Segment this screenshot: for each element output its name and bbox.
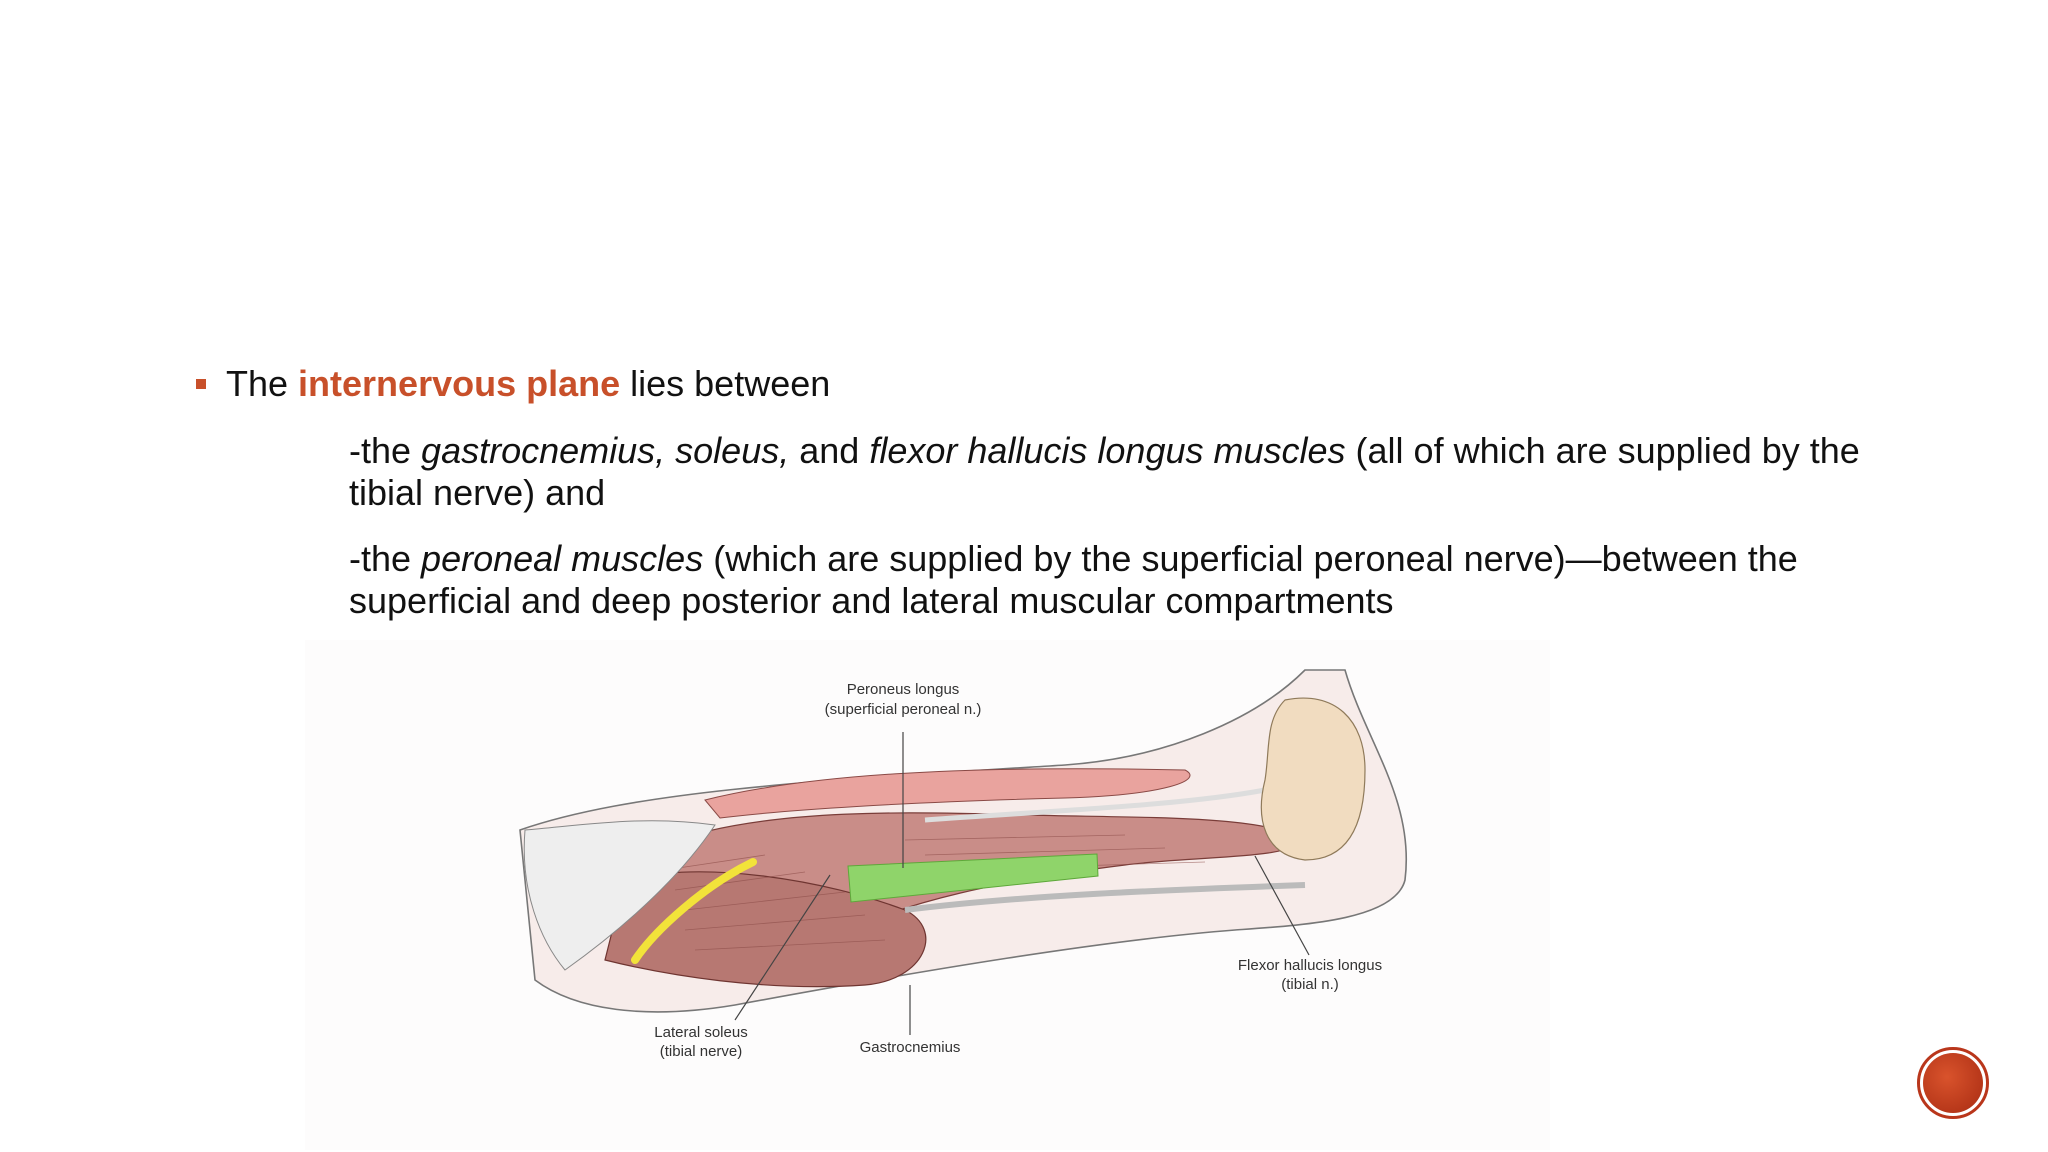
nav-button-circle-icon [1923,1053,1983,1113]
slide-nav-button[interactable] [1917,1047,1989,1119]
sub2-italic-a: peroneal muscles [421,538,704,579]
knee-fascia [523,820,716,971]
peroneal-tendon [924,787,1266,823]
internervous-plane-highlight: internervous plane [298,363,621,404]
bullet-text: The internervous plane lies between [226,362,830,406]
bullet-point: The internervous plane lies between [196,362,830,406]
label-peroneus-longus: Peroneus longus [847,681,960,698]
bullet-suffix: lies between [620,363,831,404]
gastrocnemius-muscle [604,871,927,988]
sub-point-tibial: -the gastrocnemius, soleus, and flexor h… [349,430,1909,514]
label-flexor-hallucis-longus: Flexor hallucis longus [1238,957,1382,974]
leader-lines [734,732,1310,1035]
label-gastrocnemius: Gastrocnemius [860,1039,961,1056]
bullet-prefix: The [226,363,299,404]
sub1-text-c: (all of which are supplied by the tibial… [349,430,1860,513]
achilles-tendon [904,882,1306,913]
label-peroneus-nerve: (superficial peroneal n.) [825,701,982,718]
peroneus-longus-muscle [704,768,1191,819]
label-fhl-nerve: (tibial n.) [1281,976,1339,993]
label-soleus-nerve: (tibial nerve) [660,1043,743,1060]
internervous-plane-band [847,853,1099,903]
sub-point-peroneal: -the peroneal muscles (which are supplie… [349,538,1909,622]
sub1-text-b: and [789,430,870,471]
muscle-fibres [664,834,1206,951]
sub1-italic-b: flexor hallucis longus muscles [869,430,1346,471]
label-lateral-soleus: Lateral soleus [654,1024,747,1041]
leg-anatomy-figure: Peroneus longus (superficial peroneal n.… [305,640,1550,1150]
leg-illustration: Peroneus longus (superficial peroneal n.… [519,669,1407,1060]
bullet-square-icon [196,379,206,389]
sub2-text-a: -the [349,538,422,579]
sub1-text-a: -the [349,430,422,471]
sub1-italic-a: gastrocnemius, soleus, [421,430,790,471]
sural-nerve [631,858,757,964]
sub2-text-b: (which are supplied by the superficial p… [349,538,1798,621]
calcaneus-bone [1260,697,1366,861]
